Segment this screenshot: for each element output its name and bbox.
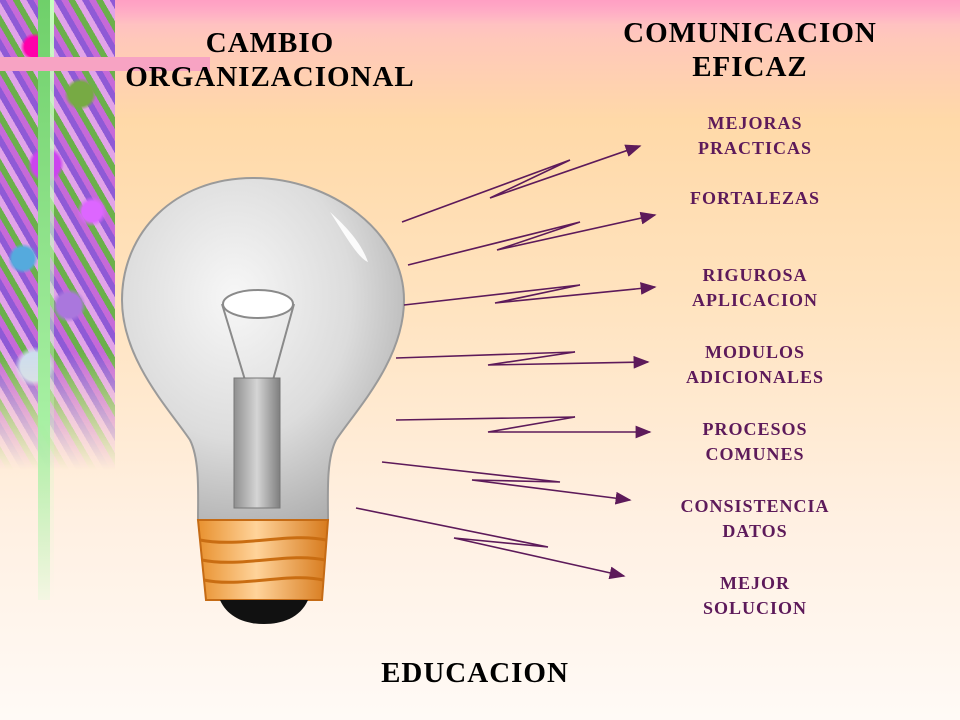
- floral-decoration: [0, 0, 115, 470]
- item-line1: MEJOR: [720, 573, 790, 593]
- item-line2: PRACTICAS: [697, 138, 812, 158]
- item-line2: DATOS: [722, 521, 788, 541]
- item-fortalezas: FORTALEZAS: [655, 186, 855, 211]
- item-line1: PROCESOS: [702, 419, 808, 439]
- item-consistencia-datos: CONSISTENCIA DATOS: [655, 494, 855, 544]
- arrow-7: [355, 507, 626, 580]
- filament-wires: [221, 303, 295, 381]
- item-mejoras-practicas: MEJORAS PRACTICAS: [655, 111, 855, 161]
- title-cambio-organizacional: CAMBIO ORGANIZACIONAL: [110, 26, 430, 94]
- item-mejor-solucion: MEJOR SOLUCION: [655, 571, 855, 621]
- title-educacion: EDUCACION: [381, 657, 569, 689]
- item-line1: CONSISTENCIA: [680, 496, 830, 516]
- green-vertical-highlight: [50, 0, 54, 600]
- arrow-4: [395, 351, 650, 369]
- title-right-line2: EFICAZ: [692, 51, 808, 83]
- arrow-2: [407, 211, 657, 266]
- item-line1: MODULOS: [704, 342, 805, 362]
- arrow-6: [381, 461, 632, 505]
- item-modulos-adicionales: MODULOS ADICIONALES: [655, 340, 855, 390]
- arrow-5: [395, 416, 652, 439]
- title-left-line1: CAMBIO: [205, 27, 335, 59]
- title-left-line2: ORGANIZACIONAL: [125, 61, 415, 93]
- top-pink-band: [0, 0, 960, 24]
- item-line2: ADICIONALES: [685, 367, 825, 387]
- item-line1: FORTALEZAS: [689, 188, 821, 208]
- item-line2: APLICACION: [691, 290, 818, 310]
- item-line1: RIGUROSA: [702, 265, 808, 285]
- arrow-1: [401, 144, 642, 223]
- arrow-3: [403, 282, 657, 306]
- title-right-line1: COMUNICACION: [623, 17, 877, 49]
- green-vertical-bar: [38, 0, 50, 600]
- title-comunicacion-eficaz: COMUNICACION EFICAZ: [600, 16, 900, 84]
- bulb-stem: [233, 377, 281, 509]
- item-procesos-comunes: PROCESOS COMUNES: [655, 417, 855, 467]
- pink-horizontal-strip: [0, 57, 210, 71]
- item-line2: COMUNES: [705, 444, 805, 464]
- bulb-highlight: [330, 212, 368, 262]
- item-line1: MEJORAS: [707, 113, 803, 133]
- bulb-contact: [220, 600, 308, 624]
- bulb-base-ridges: [199, 536, 327, 584]
- item-line2: SOLUCION: [702, 598, 808, 618]
- item-rigurosa-aplicacion: RIGUROSA APLICACION: [655, 263, 855, 313]
